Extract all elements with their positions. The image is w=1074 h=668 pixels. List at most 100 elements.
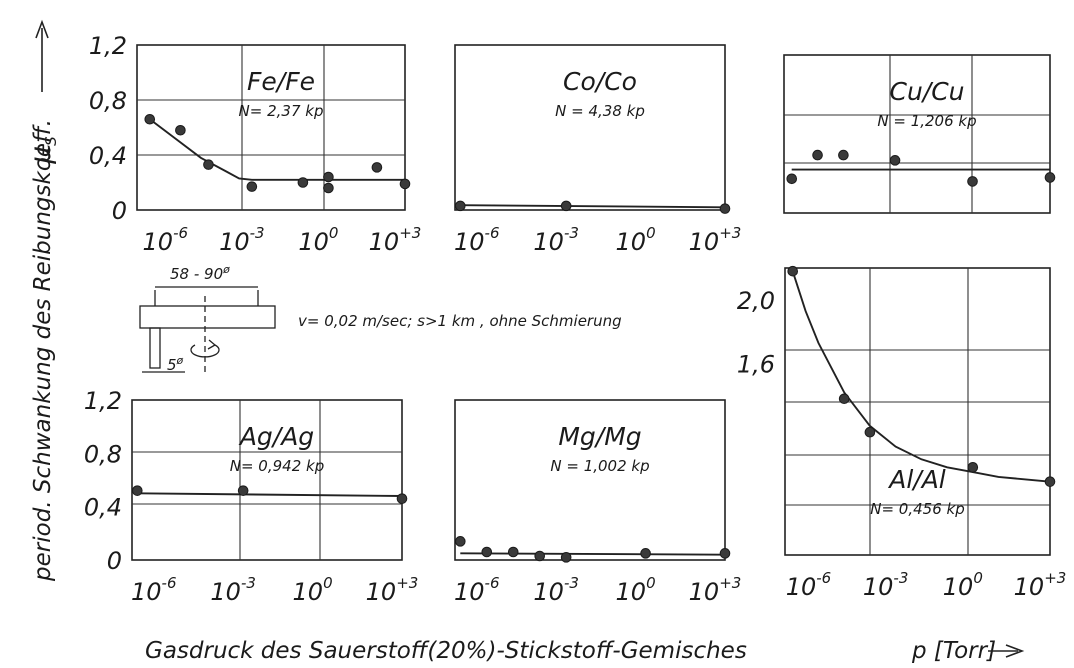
- data-point: [889, 155, 901, 166]
- x-tick-label: 100: [616, 574, 656, 606]
- x-tick-label: 10+3: [689, 224, 742, 256]
- plot-frame: [784, 267, 1051, 556]
- y-tick-label: 2,0: [737, 287, 775, 315]
- plot-frame: [454, 44, 726, 211]
- data-point: [454, 200, 466, 212]
- data-point: [1044, 476, 1056, 487]
- x-tick-label: 10+3: [1014, 569, 1067, 601]
- x-tick-label: 100: [943, 569, 983, 601]
- fit-curve: [460, 552, 726, 556]
- data-point: [534, 550, 546, 562]
- y-symbol-group: μS: [24, 136, 60, 165]
- chart-title: Co/Co: [563, 67, 637, 96]
- data-point: [787, 265, 799, 277]
- y-axis-title: period. Schwankung des Reibungskoeff.: [30, 119, 56, 582]
- y-tick-label: 1,2: [84, 387, 122, 415]
- data-point: [454, 536, 466, 547]
- sketch-diameter-large: 58 - 90ø: [170, 263, 230, 283]
- x-tick-label: 100: [293, 574, 333, 606]
- x-tick-label: 100: [298, 224, 338, 256]
- data-point: [297, 177, 309, 188]
- fit-curve: [137, 492, 403, 497]
- data-point: [640, 548, 651, 559]
- x-tick-label: 10-3: [533, 224, 579, 256]
- x-tick-label: 10-6: [143, 224, 189, 256]
- x-tick-label: 10-3: [863, 569, 909, 601]
- panel-fe-fe: Fe/Fe N= 2,37 kp 0 0,4 0,8 1,2 10-6 10-3 100 10+3: [89, 32, 422, 256]
- y-tick-label: 0,8: [89, 87, 127, 115]
- data-point: [399, 178, 411, 190]
- data-point: [507, 546, 519, 558]
- y-tick-label: 0,4: [84, 494, 122, 522]
- data-point: [812, 149, 823, 161]
- data-point: [175, 124, 186, 136]
- x-tick-label: 10-6: [454, 224, 500, 256]
- y-tick-label: 0: [107, 547, 122, 575]
- x-tick-label: 10+3: [366, 574, 419, 606]
- specimen-sketch: 58 - 90ø 5ø: [139, 263, 276, 374]
- data-point: [838, 393, 850, 405]
- data-point: [719, 548, 731, 559]
- data-point: [323, 182, 334, 194]
- sketch-pin: [149, 327, 161, 369]
- chart-title: Cu/Cu: [889, 77, 964, 106]
- data-point: [131, 485, 143, 496]
- y-tick-label: 0,4: [89, 142, 127, 170]
- x-tick-label: 100: [616, 224, 656, 256]
- chart-title: Ag/Ag: [238, 422, 314, 451]
- plot-frame: [131, 399, 403, 561]
- sketch-diameter-small: 5ø: [167, 354, 184, 374]
- rotation-arrow-head: [207, 339, 217, 350]
- fit-curve: [791, 270, 1051, 483]
- data-point: [246, 181, 258, 192]
- fit-curve: [460, 204, 726, 209]
- plot-frame: [454, 399, 726, 561]
- rotation-arrow-icon: [190, 344, 220, 358]
- x-tick-label: 10-6: [786, 569, 832, 601]
- y-axis-title-group: period. Schwankung des Reibungskoeff.: [30, 119, 56, 582]
- panel-co-co: Co/Co N = 4,38 kp 10-6 10-3 100 10+3: [454, 44, 742, 256]
- data-point: [560, 552, 572, 563]
- load-label: N = 1,206 kp: [877, 112, 976, 130]
- y-tick-label: 0,8: [84, 440, 122, 468]
- x-symbol: p [Torr]: [911, 638, 996, 664]
- y-axis-arrow-head: [35, 19, 49, 39]
- data-point: [967, 462, 979, 473]
- data-point: [144, 113, 156, 125]
- y-symbol: μS: [24, 136, 60, 165]
- data-point: [786, 173, 798, 185]
- data-point: [396, 493, 408, 504]
- x-tick-label: 10-6: [454, 574, 500, 606]
- x-tick-label: 10+3: [689, 574, 742, 606]
- x-tick-label: 10-3: [219, 224, 265, 256]
- data-point: [237, 485, 249, 496]
- data-point: [838, 149, 849, 161]
- load-label: N = 4,38 kp: [555, 102, 645, 120]
- plot-frame: [783, 54, 1051, 214]
- test-conditions: v= 0,02 m/sec; s>1 km , ohne Schmierung: [298, 312, 622, 330]
- data-point: [560, 200, 572, 212]
- load-label: N = 1,002 kp: [550, 457, 649, 475]
- chart-title: Fe/Fe: [247, 67, 315, 96]
- panel-ag-ag: Ag/Ag N= 0,942 kp 0 0,4 0,8 1,2 10-6 10-3 100 10+…: [84, 387, 419, 606]
- y-tick-label: 0: [112, 197, 127, 225]
- x-tick-label: 10-6: [131, 574, 177, 606]
- x-tick-label: 10-3: [210, 574, 256, 606]
- load-label: N= 2,37 kp: [239, 102, 324, 120]
- x-axis-arrow-head: [1005, 644, 1025, 658]
- data-point: [371, 162, 383, 173]
- chart-title: Al/Al: [887, 465, 946, 494]
- plot-frame: [136, 44, 406, 211]
- data-point: [967, 176, 978, 187]
- x-tick-label: 10+3: [369, 224, 422, 256]
- load-label: N= 0,456 kp: [870, 500, 964, 518]
- y-tick-label: 1,2: [89, 32, 127, 60]
- fit-curve: [149, 118, 405, 181]
- load-label: N= 0,942 kp: [230, 457, 324, 475]
- data-point: [481, 546, 493, 558]
- x-tick-label: 10-3: [533, 574, 579, 606]
- data-point: [323, 171, 334, 183]
- x-axis-title: Gasdruck des Sauerstoff(20%)-Stickstoff-…: [145, 638, 747, 664]
